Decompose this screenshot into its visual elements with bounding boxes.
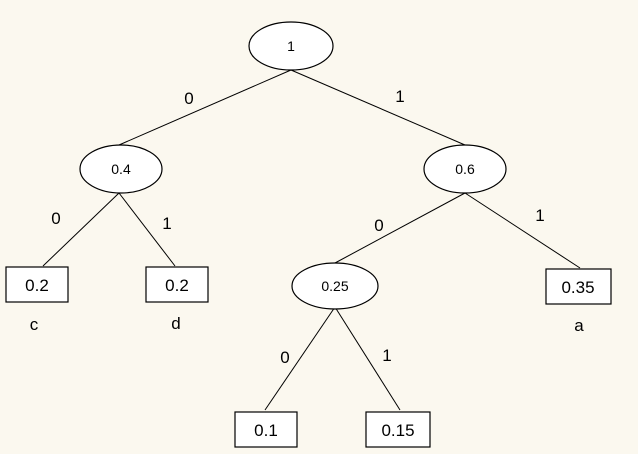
leaf-rl-right-value: 0.15 [381, 421, 414, 440]
leaf-d: 0.2 [145, 266, 209, 303]
edge-root-right [290, 69, 466, 146]
leaf-c: 0.2 [5, 266, 69, 303]
edge-label-rl-left: 0 [280, 348, 289, 367]
leaf-a: 0.35 [545, 268, 612, 305]
edge-label-left-right: 1 [162, 214, 171, 233]
edge-label-rl-right: 1 [382, 346, 391, 365]
edge-label-right-right: 1 [535, 206, 544, 225]
edge-left-d [118, 192, 176, 267]
node-right-left: 0.25 [291, 262, 379, 310]
symbol-d: d [171, 314, 180, 333]
leaf-d-value: 0.2 [165, 276, 189, 295]
edge-rl-left [264, 306, 336, 411]
leaf-rl-right: 0.15 [365, 411, 431, 448]
node-right: 0.6 [423, 144, 507, 194]
symbol-c: c [30, 315, 39, 334]
edge-label-right-left: 0 [374, 216, 383, 235]
edge-label-root-left: 0 [184, 89, 193, 108]
edge-right-a [464, 192, 581, 269]
edge-rl-right [334, 306, 401, 411]
edge-right-right-left [334, 192, 466, 264]
edge-label-left-left: 0 [51, 209, 60, 228]
node-left: 0.4 [79, 144, 163, 194]
node-root-value: 1 [287, 38, 295, 54]
symbol-a: a [574, 316, 584, 335]
edge-left-c [42, 192, 120, 267]
node-root: 1 [248, 21, 334, 71]
leaf-rl-left-value: 0.1 [254, 421, 278, 440]
edge-root-left [118, 69, 292, 146]
node-right-value: 0.6 [455, 161, 475, 177]
leaf-a-value: 0.35 [561, 278, 594, 297]
leaf-rl-left: 0.1 [234, 411, 298, 448]
edge-label-root-right: 1 [395, 87, 404, 106]
node-left-value: 0.4 [111, 161, 131, 177]
leaf-c-value: 0.2 [25, 276, 49, 295]
node-right-left-value: 0.25 [321, 278, 348, 294]
